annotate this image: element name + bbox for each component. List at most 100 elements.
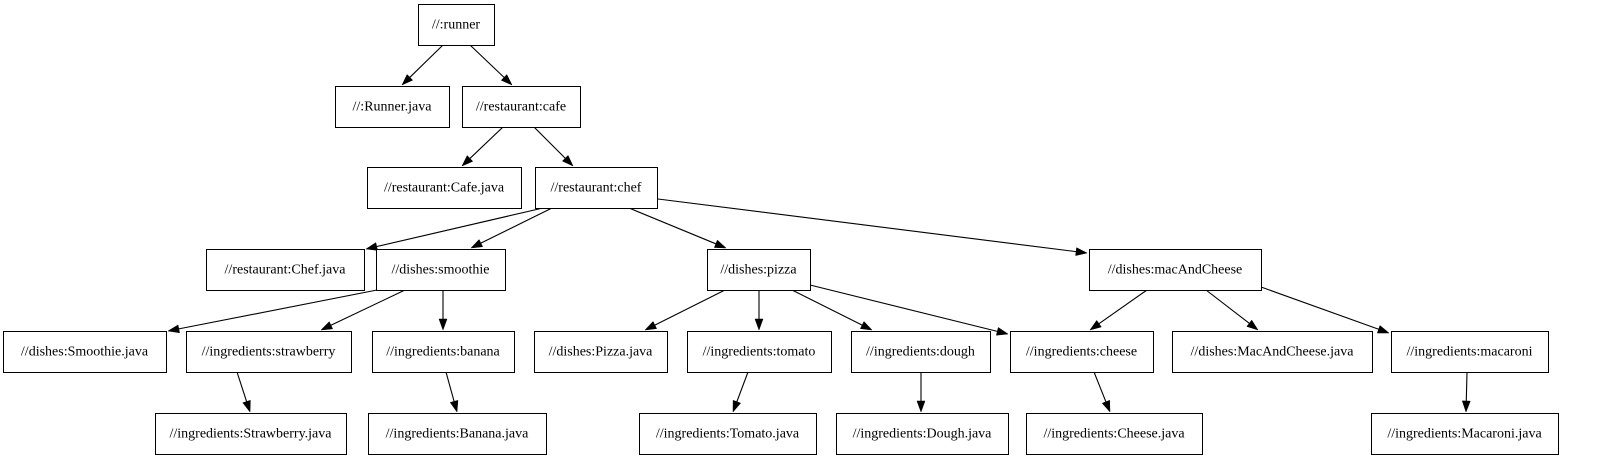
node-label: //ingredients:Cheese.java [1043, 427, 1185, 442]
graph-node-chef_java[interactable]: //restaurant:Chef.java [206, 249, 365, 291]
edge-line [791, 289, 863, 326]
graph-node-smoothie_java[interactable]: //dishes:Smoothie.java [3, 331, 167, 373]
node-box[interactable] [1172, 331, 1373, 373]
graph-node-mac_java[interactable]: //dishes:MacAndCheese.java [1172, 331, 1373, 373]
graph-node-cheese_java[interactable]: //ingredients:Cheese.java [1026, 413, 1203, 455]
graph-node-banana_java[interactable]: //ingredients:Banana.java [368, 413, 547, 455]
graph-node-restaurant_chef[interactable]: //restaurant:chef [535, 167, 658, 209]
edge-line [480, 207, 553, 244]
edge-ing_banana-to-banana_java [445, 371, 459, 413]
node-box[interactable] [1371, 413, 1559, 455]
arrowhead-icon [916, 400, 926, 413]
arrowhead-icon [242, 399, 251, 413]
edge-runner-to-runner_java [401, 44, 444, 86]
nodes-layer: //:runner //:Runner.java //restaurant:cafe… [3, 4, 1559, 455]
edge-line [736, 371, 749, 402]
node-label: //ingredients:Banana.java [386, 427, 529, 442]
node-box[interactable] [462, 86, 581, 128]
graph-node-ing_cheese[interactable]: //ingredients:cheese [1010, 331, 1154, 373]
node-box[interactable] [639, 413, 817, 455]
edge-line [809, 284, 998, 332]
graph-node-ing_tomato[interactable]: //ingredients:tomato [687, 331, 832, 373]
arrowhead-icon [1376, 325, 1390, 334]
arrowhead-icon [713, 239, 727, 249]
node-box[interactable] [335, 86, 450, 128]
node-label: //ingredients:Macaroni.java [1387, 427, 1542, 442]
node-label: //ingredients:tomato [703, 345, 816, 360]
node-box[interactable] [535, 167, 658, 209]
arrowhead-icon [996, 327, 1009, 336]
node-box[interactable] [534, 331, 668, 373]
graph-node-strawberry_java[interactable]: //ingredients:Strawberry.java [155, 413, 347, 455]
arrowhead-icon [365, 242, 378, 251]
graph-node-ing_dough[interactable]: //ingredients:dough [851, 331, 991, 373]
node-box[interactable] [368, 413, 547, 455]
arrowhead-icon [1246, 319, 1259, 331]
node-box[interactable] [376, 249, 506, 291]
graph-node-dishes_smoothie[interactable]: //dishes:smoothie [376, 249, 506, 291]
node-label: //ingredients:banana [386, 345, 500, 360]
edge-dishes_pizza-to-ing_cheese [809, 284, 1009, 336]
node-label: //:runner [432, 18, 481, 33]
node-box[interactable] [687, 331, 832, 373]
arrowhead-icon [1075, 247, 1088, 256]
node-box[interactable] [1010, 331, 1154, 373]
graph-node-dishes_mac[interactable]: //dishes:macAndCheese [1089, 249, 1262, 291]
node-box[interactable] [367, 167, 522, 209]
node-box[interactable] [836, 413, 1009, 455]
node-box[interactable] [707, 249, 811, 291]
edge-line [330, 289, 406, 326]
node-box[interactable] [851, 331, 991, 373]
edge-restaurant_cafe-to-restaurant_chef [533, 126, 574, 167]
node-box[interactable] [3, 331, 167, 373]
node-label: //ingredients:strawberry [202, 345, 336, 360]
edge-runner-to-restaurant_cafe [469, 44, 513, 86]
node-box[interactable] [1391, 331, 1549, 373]
edge-line [654, 289, 726, 326]
node-label: //ingredients:macaroni [1407, 345, 1533, 360]
node-label: //:Runner.java [353, 100, 433, 115]
node-box[interactable] [206, 249, 365, 291]
edge-dishes_pizza-to-pizza_java [644, 289, 726, 331]
graph-node-tomato_java[interactable]: //ingredients:Tomato.java [639, 413, 817, 455]
edge-line [469, 126, 504, 159]
arrowhead-icon [859, 321, 873, 331]
edge-line [178, 289, 378, 330]
edge-restaurant_chef-to-dishes_pizza [628, 207, 727, 249]
node-label: //dishes:Smoothie.java [21, 345, 149, 360]
edge-line [1098, 289, 1148, 325]
graph-node-dough_java[interactable]: //ingredients:Dough.java [836, 413, 1009, 455]
arrowhead-icon [754, 318, 764, 331]
edge-ing_cheese-to-cheese_java [1093, 371, 1111, 413]
node-box[interactable] [1026, 413, 1203, 455]
node-box[interactable] [1089, 249, 1262, 291]
graph-node-ing_banana[interactable]: //ingredients:banana [372, 331, 515, 373]
arrowhead-icon [438, 318, 448, 331]
graph-node-ing_macaroni[interactable]: //ingredients:macaroni [1391, 331, 1549, 373]
graph-node-dishes_pizza[interactable]: //dishes:pizza [707, 249, 811, 291]
graph-node-ing_strawberry[interactable]: //ingredients:strawberry [186, 331, 352, 373]
node-box[interactable] [186, 331, 352, 373]
edge-line [628, 207, 717, 245]
graph-node-pizza_java[interactable]: //dishes:Pizza.java [534, 331, 668, 373]
graph-node-runner_java[interactable]: //:Runner.java [335, 86, 450, 128]
arrowhead-icon [1089, 319, 1102, 331]
edge-ing_tomato-to-tomato_java [732, 371, 749, 413]
graph-node-restaurant_cafe[interactable]: //restaurant:cafe [462, 86, 581, 128]
graph-node-macaroni_java[interactable]: //ingredients:Macaroni.java [1371, 413, 1559, 455]
edge-dishes_mac-to-mac_java [1205, 289, 1259, 331]
arrowhead-icon [320, 321, 334, 331]
node-label: //dishes:pizza [720, 263, 797, 278]
edges-layer [167, 44, 1471, 413]
node-box[interactable] [418, 4, 495, 46]
edge-line [409, 44, 444, 78]
node-label: //ingredients:dough [866, 345, 975, 360]
node-label: //ingredients:cheese [1026, 345, 1137, 360]
node-box[interactable] [155, 413, 347, 455]
node-box[interactable] [372, 331, 515, 373]
graph-node-cafe_java[interactable]: //restaurant:Cafe.java [367, 167, 522, 209]
graph-node-runner[interactable]: //:runner [418, 4, 495, 46]
edge-dishes_mac-to-ing_cheese [1089, 289, 1148, 331]
